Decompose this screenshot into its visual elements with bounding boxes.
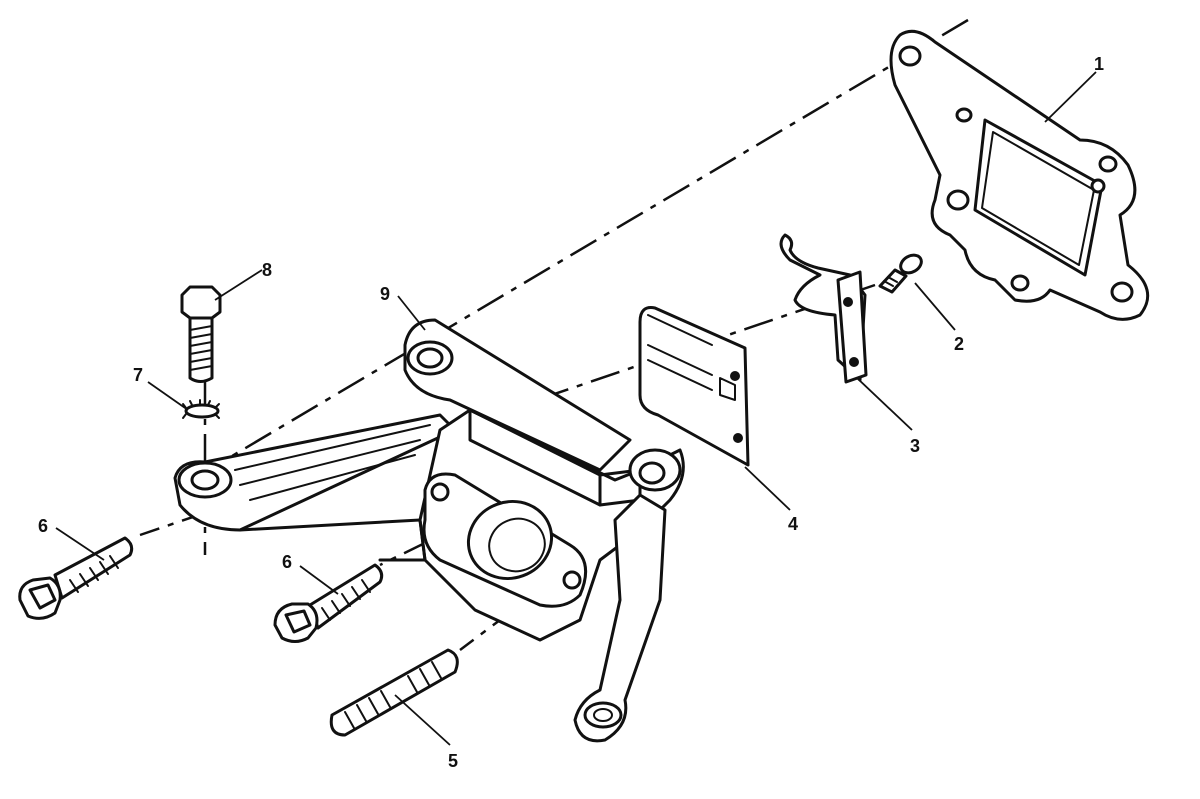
flange-bolt-center-part bbox=[273, 563, 384, 643]
callout-8: 8 bbox=[262, 260, 272, 280]
leader-8 bbox=[214, 269, 263, 301]
leader-7 bbox=[147, 381, 189, 411]
callout-2: 2 bbox=[954, 334, 964, 354]
leader-4 bbox=[744, 466, 791, 511]
callout-6-center: 6 bbox=[282, 552, 292, 572]
leader-1 bbox=[1044, 71, 1097, 123]
callout-3: 3 bbox=[910, 436, 920, 456]
leader-6a bbox=[55, 527, 105, 561]
housing-part bbox=[173, 318, 685, 743]
callout-1: 1 bbox=[1094, 54, 1104, 74]
callout-6-left: 6 bbox=[38, 516, 48, 536]
stud-part bbox=[329, 648, 459, 737]
hex-bolt-part bbox=[180, 285, 222, 383]
callout-9: 9 bbox=[380, 284, 390, 304]
shim-plate-part bbox=[638, 306, 750, 467]
leader-lines bbox=[55, 71, 1097, 746]
flange-bolt-left-part bbox=[18, 536, 134, 620]
callout-5: 5 bbox=[448, 751, 458, 771]
leader-6b bbox=[299, 565, 339, 595]
callout-4: 4 bbox=[788, 514, 798, 534]
screw-part bbox=[878, 253, 923, 294]
leader-5 bbox=[394, 694, 451, 746]
leader-3 bbox=[856, 377, 913, 431]
callout-labels: 1 2 3 4 5 6 6 7 8 9 bbox=[38, 54, 1104, 771]
lock-washer-part bbox=[182, 399, 220, 419]
leader-2 bbox=[914, 282, 956, 331]
bracket-part bbox=[779, 233, 868, 384]
callout-7: 7 bbox=[133, 365, 143, 385]
main-centerline bbox=[199, 18, 969, 477]
gasket-part bbox=[889, 29, 1150, 321]
leader-9 bbox=[397, 295, 426, 331]
